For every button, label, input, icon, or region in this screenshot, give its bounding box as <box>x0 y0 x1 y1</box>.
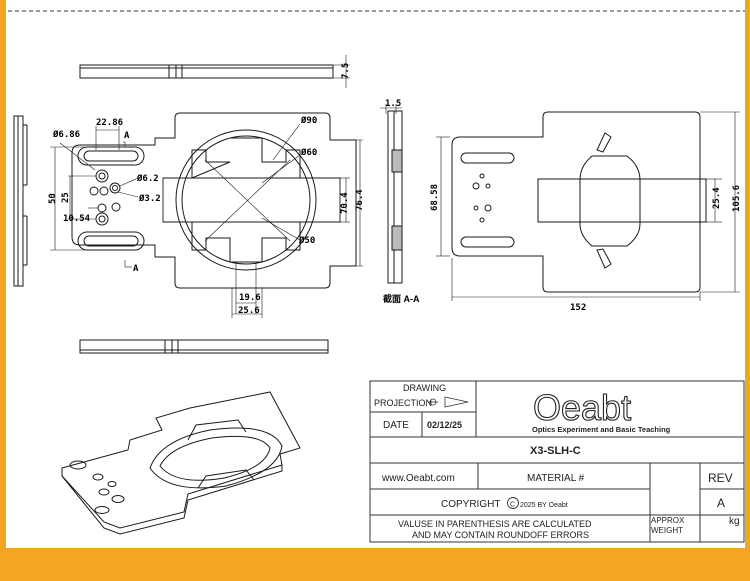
side-strip-bottom <box>79 339 329 354</box>
company-logo: Oeabt <box>533 387 631 428</box>
isometric-view <box>61 391 301 535</box>
rev-label: REV <box>708 471 733 485</box>
dim-25: 25 <box>61 192 71 203</box>
front-view-plate <box>71 112 357 289</box>
dim-1-5: 1.5 <box>385 99 401 109</box>
dim-dia-60: Ø60 <box>300 147 317 158</box>
website: www.Oeabt.com <box>381 473 455 484</box>
section-label: 截面 A-A <box>383 293 420 304</box>
dim-105-6: 105.6 <box>732 185 742 212</box>
frame-right <box>745 0 750 581</box>
weight-unit: kg <box>729 516 740 527</box>
dim-hole-6-86: Ø6.86 <box>52 129 80 140</box>
dim-dia-90: Ø90 <box>300 115 317 126</box>
dim-70-4: 70.4 <box>340 192 350 214</box>
note-line-1: VALUSE IN PARENTHESIS ARE CALCULATED <box>398 519 592 529</box>
projection-symbol-icon <box>428 396 469 408</box>
dim-hole-3-2: Ø3.2 <box>138 193 161 204</box>
dim-22-86: 22.86 <box>96 118 123 128</box>
date-label: DATE <box>383 420 409 431</box>
svg-text:C: C <box>510 502 515 509</box>
right-view-plate <box>451 111 707 293</box>
dim-25-4: 25.4 <box>712 187 722 209</box>
section-marker-bottom: A <box>133 264 139 274</box>
approx-label: APPROX <box>651 516 685 525</box>
frame-left <box>0 0 6 581</box>
company-logo-subtitle: Optics Experiment and Basic Teaching <box>532 425 671 434</box>
title-block <box>369 380 745 543</box>
dim-25-6: 25.6 <box>238 306 260 316</box>
front-view-dimension-lines <box>50 123 363 318</box>
dim-68-58: 68.58 <box>430 184 440 211</box>
side-strip-top <box>79 55 350 88</box>
dim-152: 152 <box>570 303 586 313</box>
dim-hole-6-2: Ø6.2 <box>136 173 159 184</box>
section-view <box>380 104 403 284</box>
copyright-icon: C <box>507 497 519 509</box>
section-marker-top: A <box>124 131 130 141</box>
date-value: 02/12/25 <box>427 420 462 430</box>
material-label: MATERIAL # <box>527 473 585 484</box>
copyright-year: 2025 BY Oeabt <box>520 502 568 509</box>
dim-dia-50: Ø50 <box>298 235 315 246</box>
dim-76-4: 76.4 <box>355 189 365 211</box>
dim-50: 50 <box>48 193 58 204</box>
copyright-text: COPYRIGHT <box>441 499 500 510</box>
dim-10-54: 10.54 <box>63 214 91 224</box>
weight-label: WEIGHT <box>651 526 683 535</box>
note-line-2: AND MAY CONTAIN ROUNDOFF ERRORS <box>412 530 589 540</box>
left-side-view <box>13 115 28 287</box>
part-number: X3-SLH-C <box>530 445 581 457</box>
dim-19-6: 19.6 <box>239 293 261 303</box>
dim-thickness: 7.5 <box>341 63 351 79</box>
rev-value: A <box>717 496 725 510</box>
right-view-dimension-lines <box>436 111 740 301</box>
drawing-label: DRAWING <box>403 383 446 393</box>
frame-bottom <box>0 548 750 581</box>
projection-label: PROJECTION <box>374 398 432 408</box>
